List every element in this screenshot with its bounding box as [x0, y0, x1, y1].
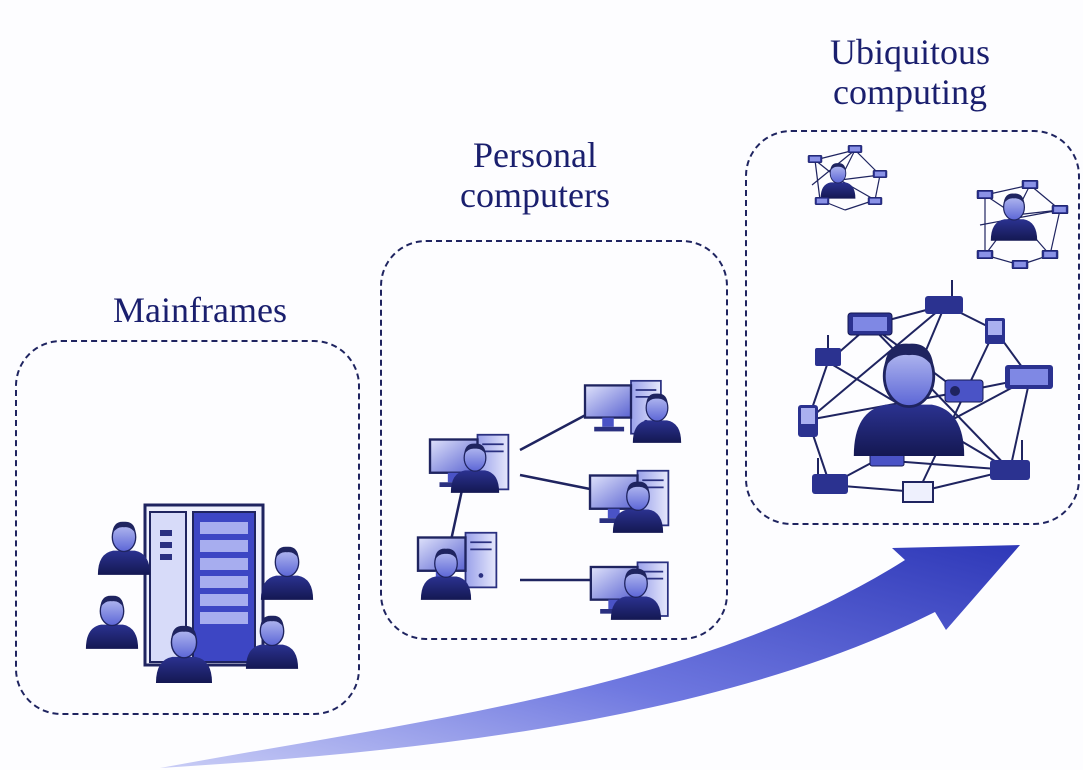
- personal-computers-box: [380, 240, 728, 640]
- growth-arrow-icon: [160, 545, 1020, 768]
- ubiquitous-computing-title: Ubiquitous computing: [829, 32, 990, 112]
- person-icon: [97, 521, 151, 576]
- network-device-icon: [812, 458, 848, 494]
- personal-computers-title: Personal computers: [460, 135, 610, 215]
- mainframe-server-icon: [143, 503, 265, 667]
- network-device-icon: [815, 335, 841, 366]
- network-device-icon: [1005, 365, 1053, 389]
- small-network-cluster: [976, 179, 1069, 270]
- network-device-icon: [798, 405, 818, 437]
- person-icon: [260, 546, 314, 601]
- mainframes-box: [15, 340, 360, 715]
- network-device-icon: [944, 379, 984, 403]
- ubiquitous-computing-box: [745, 130, 1080, 525]
- network-device-icon: [847, 312, 893, 336]
- small-network-cluster: [807, 145, 888, 211]
- person-icon: [85, 595, 139, 650]
- ubiquitous-network: [798, 280, 1053, 503]
- network-device-icon: [925, 280, 963, 314]
- pc-network-links: [448, 408, 596, 582]
- mainframes-title: Mainframes: [113, 290, 287, 330]
- network-device-icon: [902, 481, 934, 503]
- network-device-icon: [990, 440, 1030, 480]
- network-device-icon: [985, 318, 1005, 344]
